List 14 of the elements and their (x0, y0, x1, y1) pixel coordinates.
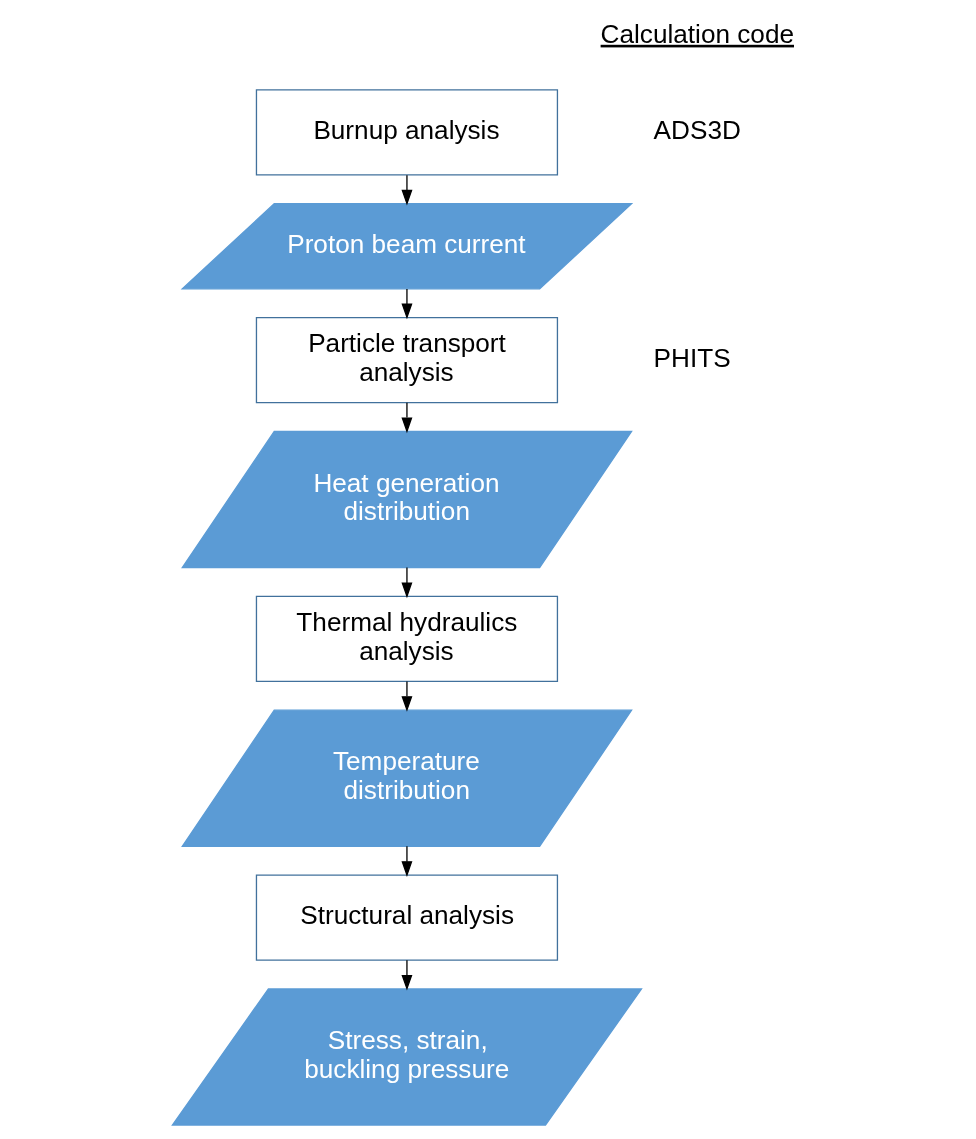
node-box: Structural analysis (255, 874, 558, 961)
node-box: Particle transport analysis (255, 316, 558, 404)
node-box: Burnup analysis (255, 89, 558, 176)
arrow (400, 845, 412, 877)
arrow (400, 566, 412, 599)
label: Calculation code (600, 18, 794, 49)
node-box: Thermal hydraulics analysis (255, 595, 558, 683)
arrow (400, 288, 412, 320)
arrow (400, 174, 412, 206)
arrow (400, 959, 412, 991)
arrow (400, 402, 412, 434)
label: PHITS (653, 342, 731, 373)
arrow (400, 680, 412, 712)
label: ADS3D (653, 114, 741, 145)
